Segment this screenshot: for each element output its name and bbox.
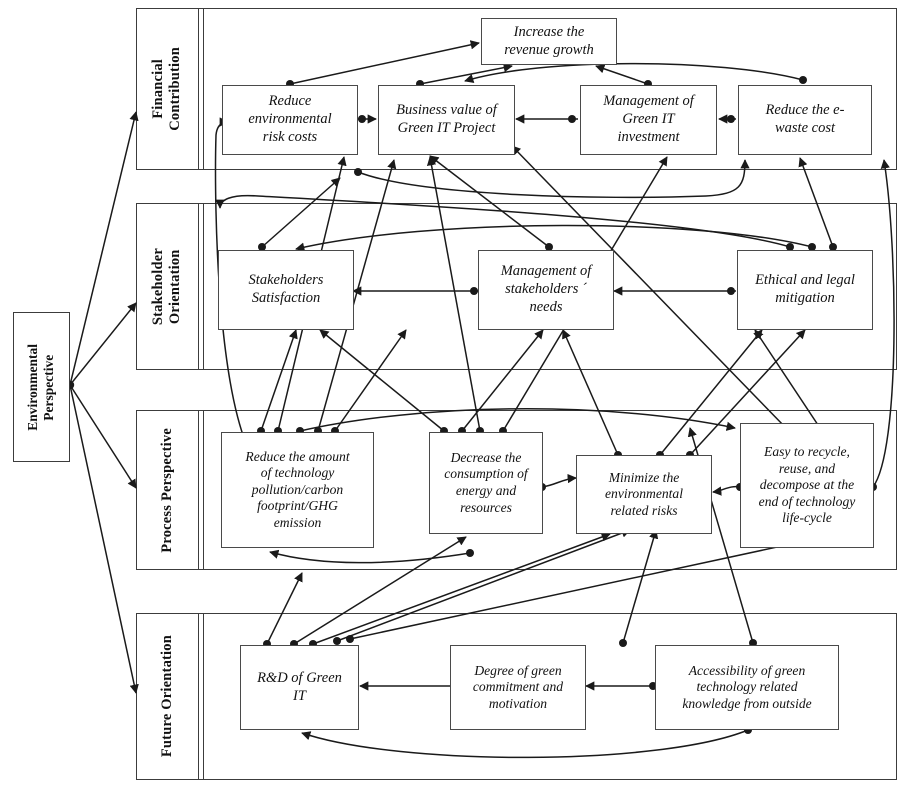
panel-divider xyxy=(203,614,204,779)
perspective-label-text: Process Perspective xyxy=(158,427,175,553)
perspective-label-future-orientation: Future Orientation xyxy=(137,614,199,779)
perspective-label-financial-contribution: Financial Contribution xyxy=(137,9,199,169)
node-label: Degree of green commitment and motivatio… xyxy=(472,662,564,711)
node-minimize-environmental-related-risks[interactable]: Minimize the environmental related risks xyxy=(576,455,712,534)
node-management-green-it-investment[interactable]: Management of Green IT investment xyxy=(580,85,717,155)
node-label: Reduce the amount of technology pollutio… xyxy=(245,448,350,530)
node-ethical-and-legal-mitigation[interactable]: Ethical and legal mitigation xyxy=(737,250,873,330)
panel-divider xyxy=(203,204,204,369)
node-accessibility-green-technology-knowledge[interactable]: Accessibility of green technology relate… xyxy=(655,645,839,730)
node-label: Minimize the environmental related risks xyxy=(604,469,684,518)
node-label: Management of Green IT investment xyxy=(603,93,694,145)
node-management-stakeholders-needs[interactable]: Management of stakeholders ´ needs xyxy=(478,250,614,330)
node-easy-to-recycle-reuse-decompose[interactable]: Easy to recycle, reuse, and decompose at… xyxy=(740,423,874,548)
node-label: Management of stakeholders ´ needs xyxy=(500,263,592,315)
node-rd-of-green-it[interactable]: R&D of Green IT xyxy=(240,645,359,730)
node-label: Business value of Green IT Project xyxy=(396,102,497,136)
node-label: Reduce the e- waste cost xyxy=(765,102,845,136)
perspective-label-process-perspective: Process Perspective xyxy=(137,411,199,569)
node-label: Increase the revenue growth xyxy=(504,23,594,58)
node-reduce-e-waste-cost[interactable]: Reduce the e- waste cost xyxy=(738,85,872,155)
perspective-label-text: Stakeholder Orientation xyxy=(150,247,184,326)
node-label: Decrease the consumption of energy and r… xyxy=(444,449,528,515)
node-environmental-perspective[interactable]: Environmental Perspective xyxy=(13,312,70,462)
panel-divider xyxy=(203,411,204,569)
perspective-label-text: Financial Contribution xyxy=(150,47,184,131)
node-label: Environmental Perspective xyxy=(25,343,57,431)
node-label: Reduce environmental risk costs xyxy=(248,93,332,145)
node-degree-green-commitment-motivation[interactable]: Degree of green commitment and motivatio… xyxy=(450,645,586,730)
node-label: Stakeholders Satisfaction xyxy=(248,272,324,306)
node-label: Ethical and legal mitigation xyxy=(755,272,855,306)
perspective-label-text: Future Orientation xyxy=(158,635,175,758)
node-business-value-green-it-project[interactable]: Business value of Green IT Project xyxy=(378,85,515,155)
panel-divider xyxy=(203,9,204,169)
node-increase-revenue-growth[interactable]: Increase the revenue growth xyxy=(481,18,617,65)
node-decrease-consumption-energy-resources[interactable]: Decrease the consumption of energy and r… xyxy=(429,432,543,534)
node-reduce-environmental-risk-costs[interactable]: Reduce environmental risk costs xyxy=(222,85,358,155)
node-reduce-technology-pollution[interactable]: Reduce the amount of technology pollutio… xyxy=(221,432,374,548)
node-label: Easy to recycle, reuse, and decompose at… xyxy=(758,444,856,526)
node-stakeholders-satisfaction[interactable]: Stakeholders Satisfaction xyxy=(218,250,354,330)
node-label: R&D of Green IT xyxy=(257,669,342,704)
node-label: Accessibility of green technology relate… xyxy=(682,662,812,711)
perspective-label-stakeholder-orientation: Stakeholder Orientation xyxy=(137,204,199,369)
